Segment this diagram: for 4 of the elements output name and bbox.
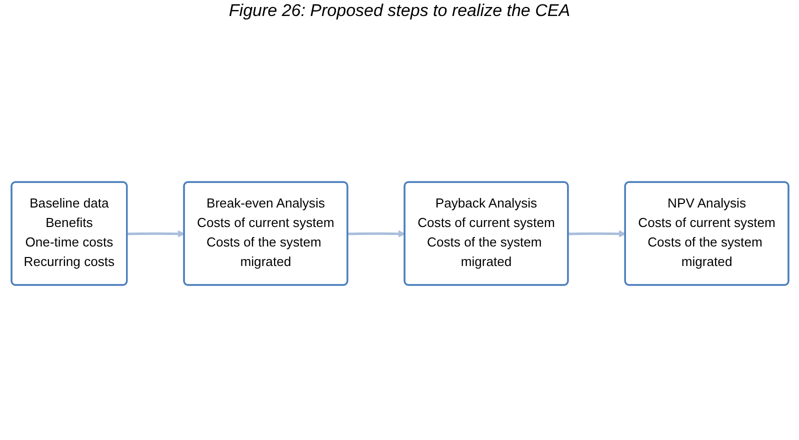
arrow — [347, 230, 405, 237]
arrow — [126, 230, 184, 237]
arrow — [568, 230, 626, 237]
figure-title: Figure 26: Proposed steps to realize the CEA — [228, 0, 572, 22]
